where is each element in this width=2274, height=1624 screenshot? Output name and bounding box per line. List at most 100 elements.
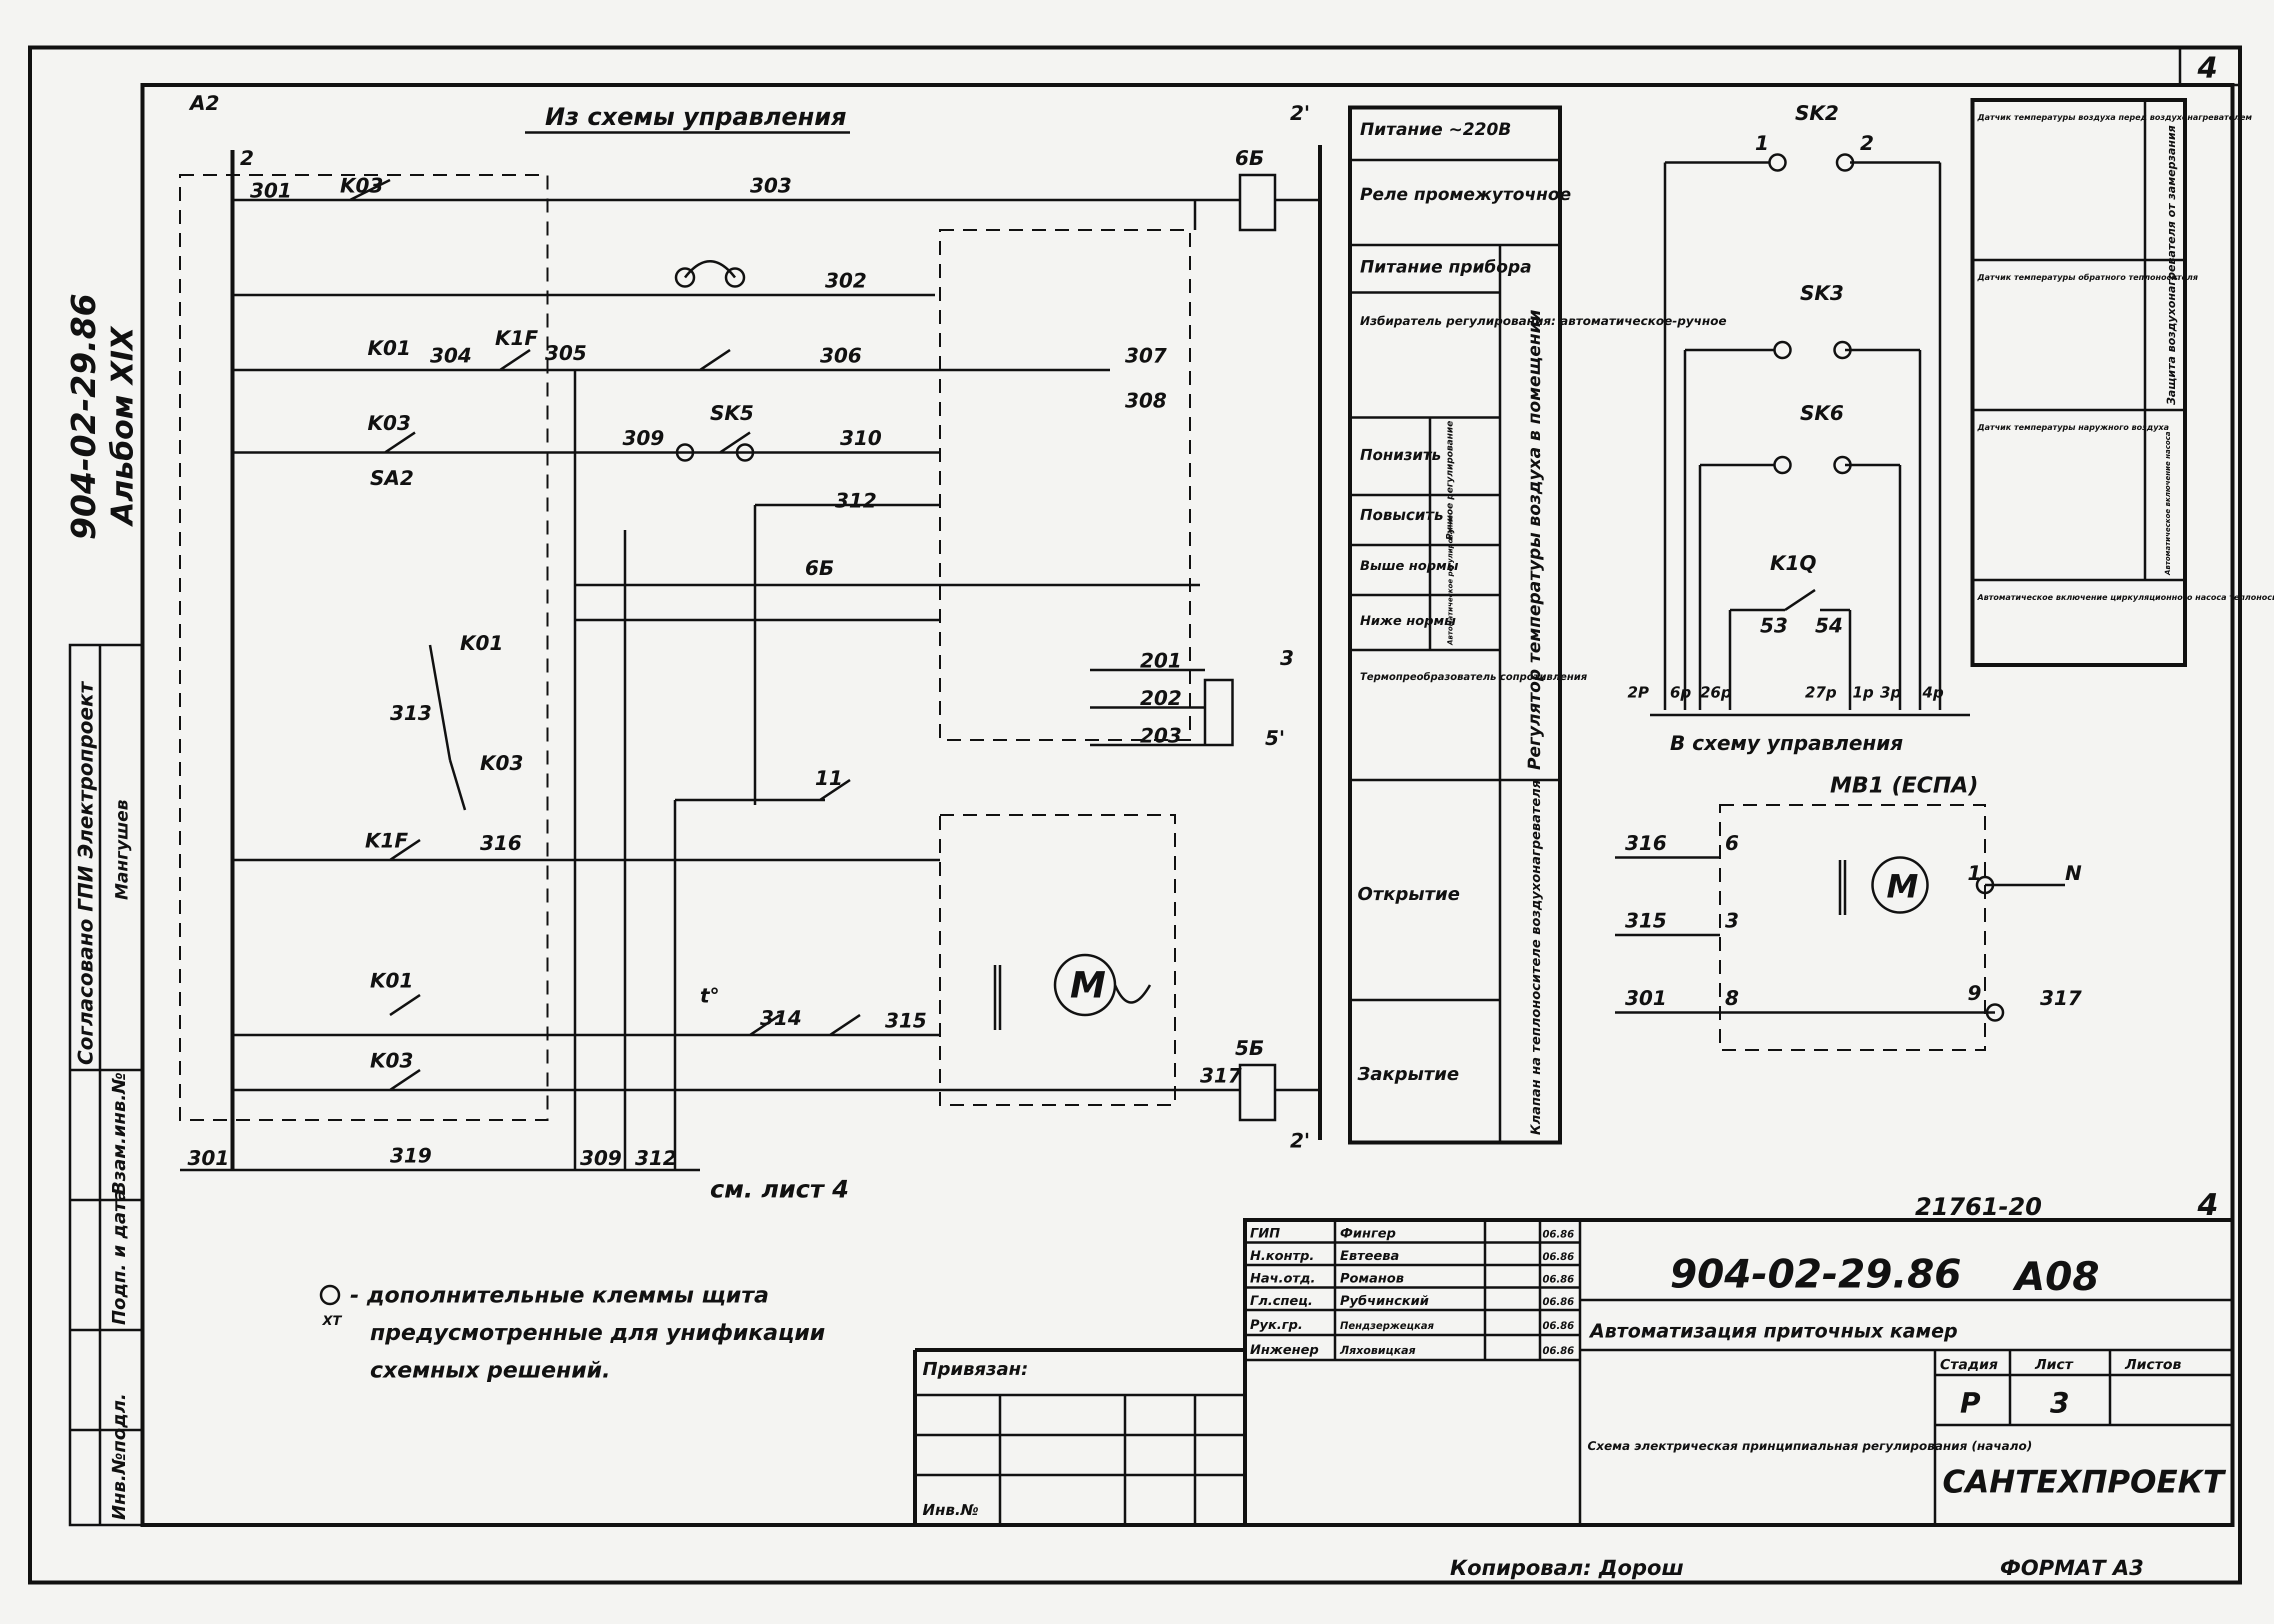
svg-text:301: 301: [250, 180, 292, 202]
svg-text:SK3: SK3: [1800, 282, 1844, 305]
svg-text:3: 3: [1280, 647, 1294, 670]
left-margin-strip: Согласовано ГПИ Электропроект Мангушев В…: [68, 644, 144, 1526]
svg-text:309: 309: [580, 1147, 622, 1170]
svg-text:Листов: Листов: [2124, 1356, 2182, 1372]
svg-text:316: 316: [480, 832, 522, 855]
margin-row-3: Инв.№подл.: [109, 1394, 130, 1520]
svg-text:3p: 3p: [1880, 684, 1901, 702]
svg-text:Евтеева: Евтеева: [1340, 1248, 1400, 1264]
svg-text:Нач.отд.: Нач.отд.: [1250, 1271, 1316, 1286]
svg-text:SK5: SK5: [710, 402, 754, 425]
svg-text:Инв.№: Инв.№: [922, 1502, 978, 1519]
svg-text:Ляховицкая: Ляховицкая: [1340, 1344, 1416, 1357]
mangushev-label: Мангушев: [112, 800, 132, 900]
terminal-symbol-icon: [320, 1284, 340, 1306]
drawing-frame: [140, 83, 2234, 1527]
svg-text:06.86: 06.86: [1542, 1320, 1574, 1332]
svg-text:K01: K01: [460, 632, 504, 655]
outer-border: [28, 46, 2242, 1584]
svg-text:4p: 4p: [1922, 684, 1944, 702]
svg-text:Датчик температуры наружного в: Датчик температуры наружного воздуха: [1977, 422, 2169, 432]
svg-text:SA2: SA2: [370, 467, 414, 490]
svg-text:06.86: 06.86: [1542, 1296, 1574, 1308]
svg-text:9: 9: [1968, 982, 1982, 1005]
svg-text:6Б: 6Б: [805, 557, 834, 580]
svg-text:3: 3: [1725, 910, 1739, 932]
svg-text:5Б: 5Б: [1235, 1037, 1264, 1060]
svg-text:1p: 1p: [1852, 684, 1874, 702]
svg-text:301: 301: [188, 1147, 230, 1170]
footnote: XT - дополнительные клеммы щита предусмо…: [320, 1282, 825, 1383]
svg-text:2: 2: [1860, 132, 1874, 155]
svg-text:MB1 (ЕСПА): MB1 (ЕСПА): [1830, 772, 1978, 798]
svg-text:Открытие: Открытие: [1358, 884, 1460, 904]
svg-text:Повысить: Повысить: [1360, 506, 1444, 524]
svg-text:316: 316: [1625, 832, 1667, 855]
svg-text:A08: A08: [2012, 1254, 2100, 1300]
svg-text:Датчик температуры воздуха пер: Датчик температуры воздуха перед воздухо…: [1977, 112, 2252, 122]
top-label: Из схемы управления: [545, 103, 846, 131]
svg-text:313: 313: [390, 702, 432, 725]
svg-text:203: 203: [1140, 724, 1182, 748]
margin-row-2: Подп. и дата: [109, 1190, 130, 1325]
svg-text:4: 4: [2197, 1188, 2218, 1222]
xt-terminal-icon: [674, 267, 696, 288]
control-boundary: [179, 174, 548, 1121]
svg-text:06.86: 06.86: [1542, 1273, 1574, 1285]
svg-text:Ниже нормы: Ниже нормы: [1360, 614, 1456, 628]
svg-text:303: 303: [750, 174, 792, 198]
svg-text:3: 3: [2050, 1387, 2070, 1420]
svg-text:- дополнительные клеммы щита: - дополнительные клеммы щита: [350, 1282, 769, 1308]
svg-text:1: 1: [1968, 862, 1982, 885]
svg-text:K01: K01: [368, 337, 411, 360]
bk-sensor-icon: [1204, 678, 1234, 746]
svg-text:317: 317: [2040, 987, 2082, 1010]
svg-text:2: 2: [240, 147, 254, 170]
svg-text:K1F: K1F: [495, 327, 538, 350]
svg-text:54: 54: [1815, 614, 1843, 638]
title-block: 21761-20 4: [913, 1188, 2234, 1527]
sensors-block: SK2 SK3 SK6 K1Q 1 2 53 54 2P 6p 26p 27p …: [1628, 98, 2274, 755]
svg-text:21761-20: 21761-20: [1915, 1193, 2042, 1221]
mb1-motor-icon: [1871, 856, 1929, 914]
svg-text:2': 2': [1290, 102, 1310, 125]
side-valve: Клапан на теплоносителе воздухонагревате…: [1528, 780, 1544, 1135]
svg-text:317: 317: [1200, 1064, 1242, 1088]
svg-text:319: 319: [390, 1144, 432, 1168]
bottom-label: см. лист 4: [710, 1176, 849, 1204]
svg-text:Автоматическое регулирование: Автоматическое регулирование: [1446, 515, 1454, 646]
svg-text:В схему управления: В схему управления: [1670, 732, 1903, 755]
svg-text:SK6: SK6: [1800, 402, 1844, 425]
svg-text:312: 312: [835, 490, 877, 512]
svg-text:N: N: [2065, 862, 2082, 885]
svg-text:301: 301: [1625, 987, 1667, 1010]
svg-text:312: 312: [635, 1147, 677, 1170]
svg-text:26p: 26p: [1700, 684, 1732, 702]
svg-text:Рук.гр.: Рук.гр.: [1250, 1318, 1303, 1332]
svg-text:Лист: Лист: [2034, 1356, 2074, 1372]
svg-text:P: P: [1960, 1387, 1980, 1420]
k1q-coil: [1238, 1064, 1276, 1122]
svg-text:Реле промежуточное: Реле промежуточное: [1360, 184, 1571, 204]
svg-text:315: 315: [885, 1010, 927, 1032]
svg-text:t°: t°: [700, 984, 720, 1008]
svg-text:K03: K03: [368, 412, 411, 435]
svg-text:Романов: Романов: [1340, 1271, 1404, 1286]
svg-text:202: 202: [1140, 687, 1182, 710]
svg-text:Понизить: Понизить: [1360, 446, 1441, 464]
regulator-boundary: [939, 229, 1191, 741]
svg-text:6Б: 6Б: [1235, 147, 1264, 170]
svg-text:2': 2': [1290, 1130, 1310, 1152]
svg-text:309: 309: [622, 427, 664, 450]
svg-text:1: 1: [1755, 132, 1769, 155]
svg-text:Автоматизация приточных камер: Автоматизация приточных камер: [1588, 1320, 1958, 1342]
album-code: 904-02-29.86: [64, 294, 103, 540]
album-name: Альбом XIX: [105, 326, 140, 527]
svg-text:8: 8: [1725, 987, 1739, 1010]
svg-text:Питание прибора: Питание прибора: [1360, 257, 1532, 277]
svg-text:K03: K03: [480, 752, 524, 775]
corner-box: [2178, 46, 2242, 86]
svg-text:308: 308: [1125, 390, 1167, 412]
svg-text:06.86: 06.86: [1542, 1344, 1574, 1356]
